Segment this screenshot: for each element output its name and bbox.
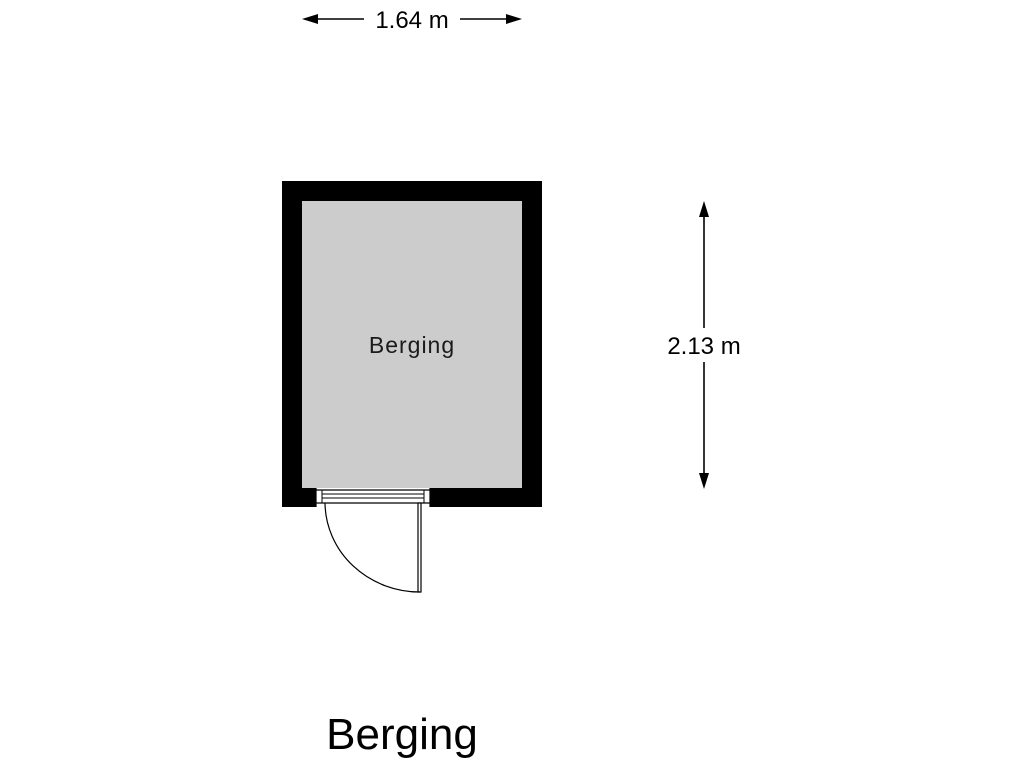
door-arc: [324, 502, 421, 593]
height-dimension: 2.13 m: [667, 201, 741, 489]
room-berging: Berging: [282, 181, 542, 593]
door-leaf: [417, 502, 422, 593]
width-arrow-right-icon: [506, 14, 522, 24]
room-floor: [302, 201, 522, 488]
door-swing-icon: [324, 502, 422, 593]
height-dimension-label: 2.13 m: [667, 333, 740, 360]
width-dimension-label: 1.64 m: [375, 7, 448, 34]
plan-title: Berging: [326, 710, 478, 759]
height-arrow-top-icon: [699, 201, 709, 217]
height-arrow-bottom-icon: [699, 473, 709, 489]
door-threshold: [315, 488, 431, 507]
width-dimension: 1.64 m: [302, 7, 522, 34]
width-arrow-left-icon: [302, 14, 318, 24]
room-label: Berging: [369, 332, 455, 358]
